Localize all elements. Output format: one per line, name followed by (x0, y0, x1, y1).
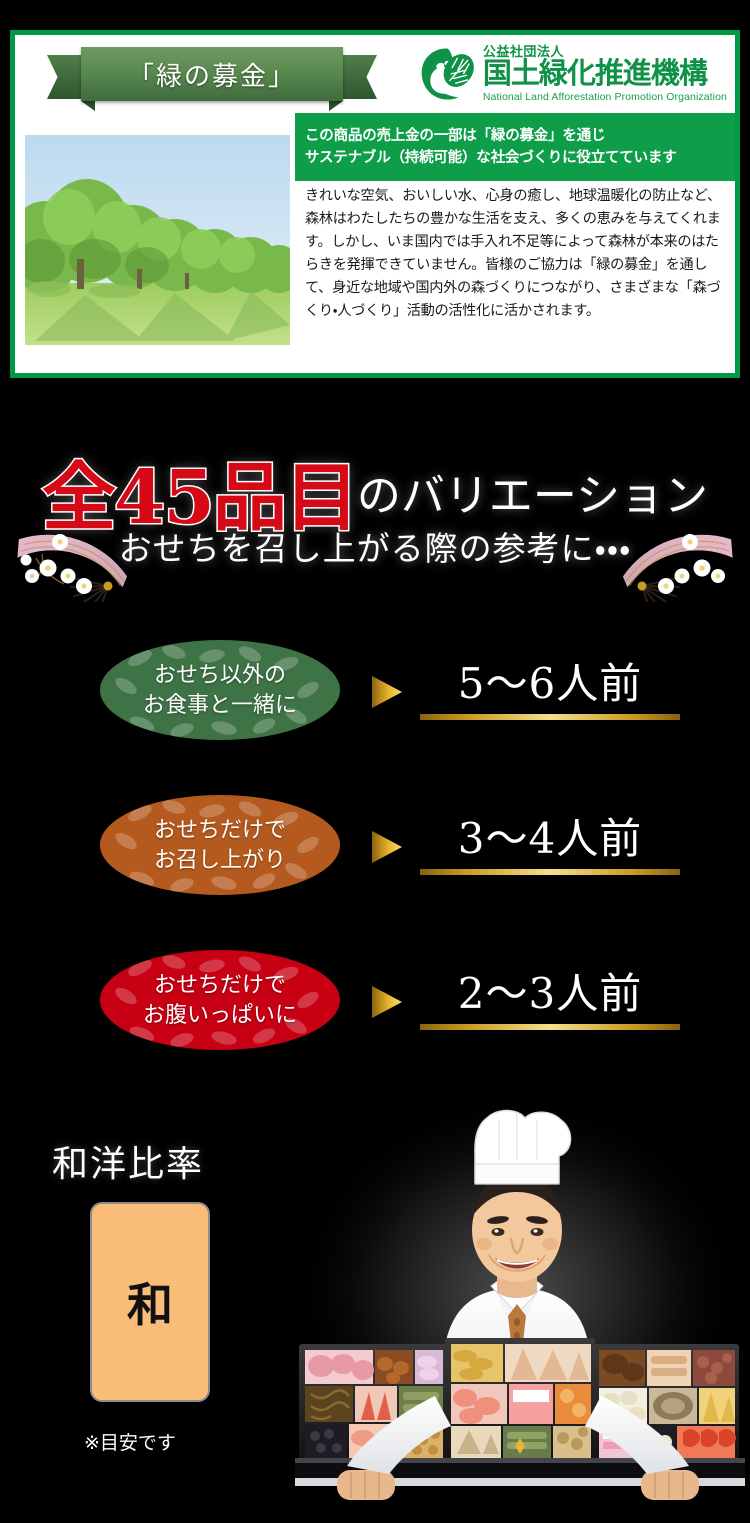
donation-header: 「緑の募金」 (15, 35, 735, 113)
ratio-tile-japanese: 和 (90, 1202, 210, 1402)
gold-underline (420, 1024, 680, 1030)
highlight-line-1: この商品の売上金の一部は「緑の募金」を通じ (305, 127, 606, 144)
organization-logo: 公益社団法人 国土緑化推進機構 National Land Afforestat… (417, 41, 727, 107)
green-donation-panel: 「緑の募金」 (10, 30, 740, 378)
serving-condition-oval: おせち以外の お食事と一緒に (100, 640, 340, 740)
serving-condition-text: おせちだけで お召し上がり (153, 817, 286, 872)
item-count-label: 全45品目 (40, 454, 360, 543)
japanese-fan-icon-right (610, 498, 738, 617)
organization-name: 国土緑化推進機構 (482, 58, 708, 91)
organization-text: 公益社団法人 国土緑化推進機構 National Land Afforestat… (482, 43, 727, 103)
serving-value: 3〜4人前 (457, 814, 643, 863)
variation-headline: 全45品目のバリエーション おせちを召し上がる際の参考に・・・ (0, 400, 750, 630)
serving-row: おせちだけで お召し上がり 3〜4人前 (0, 785, 750, 940)
chef-holding-osechi-boxes (285, 1098, 750, 1523)
donation-body-text: きれいな空気、おいしい水、心身の癒し、地球温暖化の防止など、森林はわたしたちの豊… (305, 188, 721, 319)
serving-condition-oval: おせちだけで お腹いっぱいに (100, 950, 340, 1050)
ratio-note: ※目安です (84, 1433, 176, 1454)
serving-value: 2〜3人前 (457, 969, 643, 1018)
serving-row: おせち以外の お食事と一緒に 5〜6人前 (0, 630, 750, 785)
triangle-right-icon (370, 674, 404, 710)
japanese-fan-icon-left (12, 498, 140, 617)
ratio-tile-label: 和 (127, 1278, 173, 1332)
donation-highlight-strip: この商品の売上金の一部は「緑の募金」を通じ サステナブル（持続可能）な社会づくり… (295, 113, 735, 181)
ratio-section-title: 和洋比率 (52, 1144, 205, 1185)
triangle-right-icon (370, 984, 404, 1020)
ribbon-banner: 「緑の募金」 (47, 47, 377, 111)
ribbon-label: 「緑の募金」 (127, 60, 296, 91)
leaf-pattern-icon (115, 645, 319, 737)
headline-subtitle: おせちを召し上がる際の参考に・・・ (118, 529, 632, 568)
serving-row: おせちだけで お腹いっぱいに 2〜3人前 (0, 940, 750, 1095)
headline-primary-line: 全45品目のバリエーション (0, 438, 750, 545)
gold-underline (420, 869, 680, 875)
organization-prefix: 公益社団法人 (482, 43, 564, 59)
leaf-globe-icon (417, 45, 475, 103)
serving-value: 5〜6人前 (457, 659, 643, 708)
triangle-right-icon (370, 829, 404, 865)
highlight-line-2: サステナブル（持続可能）な社会づくりに役立てています (305, 150, 677, 166)
headline-rest-label: のバリエーション (356, 470, 709, 522)
organization-english-name: National Land Afforestation Promotion Or… (482, 90, 727, 103)
ribbon-fold-right (329, 101, 343, 111)
leaf-pattern-icon (115, 955, 319, 1047)
forest-park-photo (25, 135, 290, 345)
ribbon-fold-left (81, 101, 95, 111)
serving-size-guide: おせち以外の お食事と一緒に 5〜6人前 (0, 630, 750, 1095)
serving-condition-text: おせちだけで お腹いっぱいに (142, 972, 297, 1027)
leaf-pattern-icon (115, 800, 319, 892)
ribbon-body: 「緑の募金」 (81, 47, 343, 101)
serving-condition-text: おせち以外の お食事と一緒に (142, 662, 297, 717)
gold-underline (420, 714, 680, 720)
serving-condition-oval: おせちだけで お召し上がり (100, 795, 340, 895)
